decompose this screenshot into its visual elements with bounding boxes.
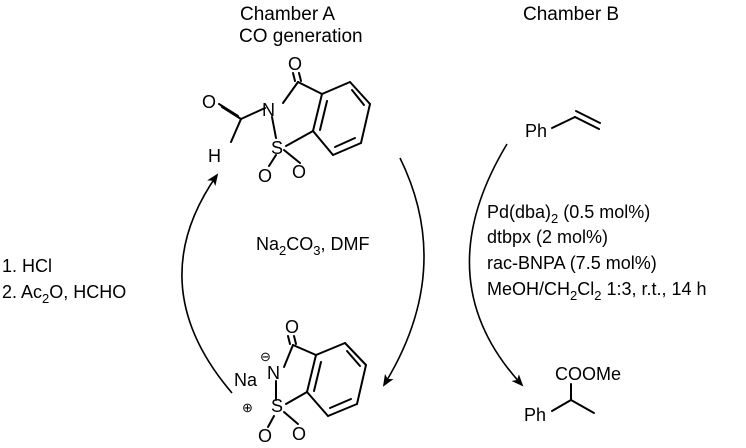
conditions-b-ligand: dtbpx (2 mol%) [487,227,608,247]
sodium-saccharin-structure [267,335,367,428]
regeneration-step-1: 1. HCl [2,256,52,276]
chamber-b-title: Chamber B [523,4,619,25]
conditions-b-acid: rac-BNPA (7.5 mol%) [487,253,657,273]
product-structure [551,383,595,414]
arrow-regeneration [181,173,233,394]
styrene-ph: Ph [525,121,547,141]
regeneration-step-2: 2. Ac2O, HCHO [2,282,126,306]
conditions-a: Na2CO3, DMF [256,234,369,258]
formyl-s-o-left: O [258,166,272,186]
saccharin-minus-charge: ⊖ [260,349,271,364]
formyl-s-o-right: O [292,162,306,182]
arrow-carbonylation [468,143,524,387]
product-coome: COOMe [555,364,621,384]
formyl-oxo-o: O [288,54,302,74]
saccharin-s-atom: S [271,396,283,416]
product-ph: Ph [524,405,546,425]
formyl-n-atom: N [262,100,275,120]
conditions-b-catalyst: Pd(dba)2 (0.5 mol%) [487,202,650,226]
formyl-saccharin-structure [218,72,371,167]
styrene-structure [551,110,601,130]
saccharin-s-o-right: O [292,424,306,444]
arrow-co-release [382,157,425,387]
saccharin-s-o-left: O [258,426,272,446]
formyl-aldehyde-h: H [208,146,221,166]
chamber-a-subtitle: CO generation [239,26,363,47]
saccharin-n-atom: N [267,363,280,383]
saccharin-na: Na [234,370,258,390]
saccharin-plus-charge: ⊕ [242,400,253,415]
conditions-b-solvent: MeOH/CH2Cl2 1:3, r.t., 14 h [487,279,707,303]
formyl-s-atom: S [271,138,283,158]
chamber-a-title: Chamber A [240,4,335,25]
saccharin-oxo-o: O [285,317,299,337]
formyl-aldehyde-o: O [202,92,216,112]
